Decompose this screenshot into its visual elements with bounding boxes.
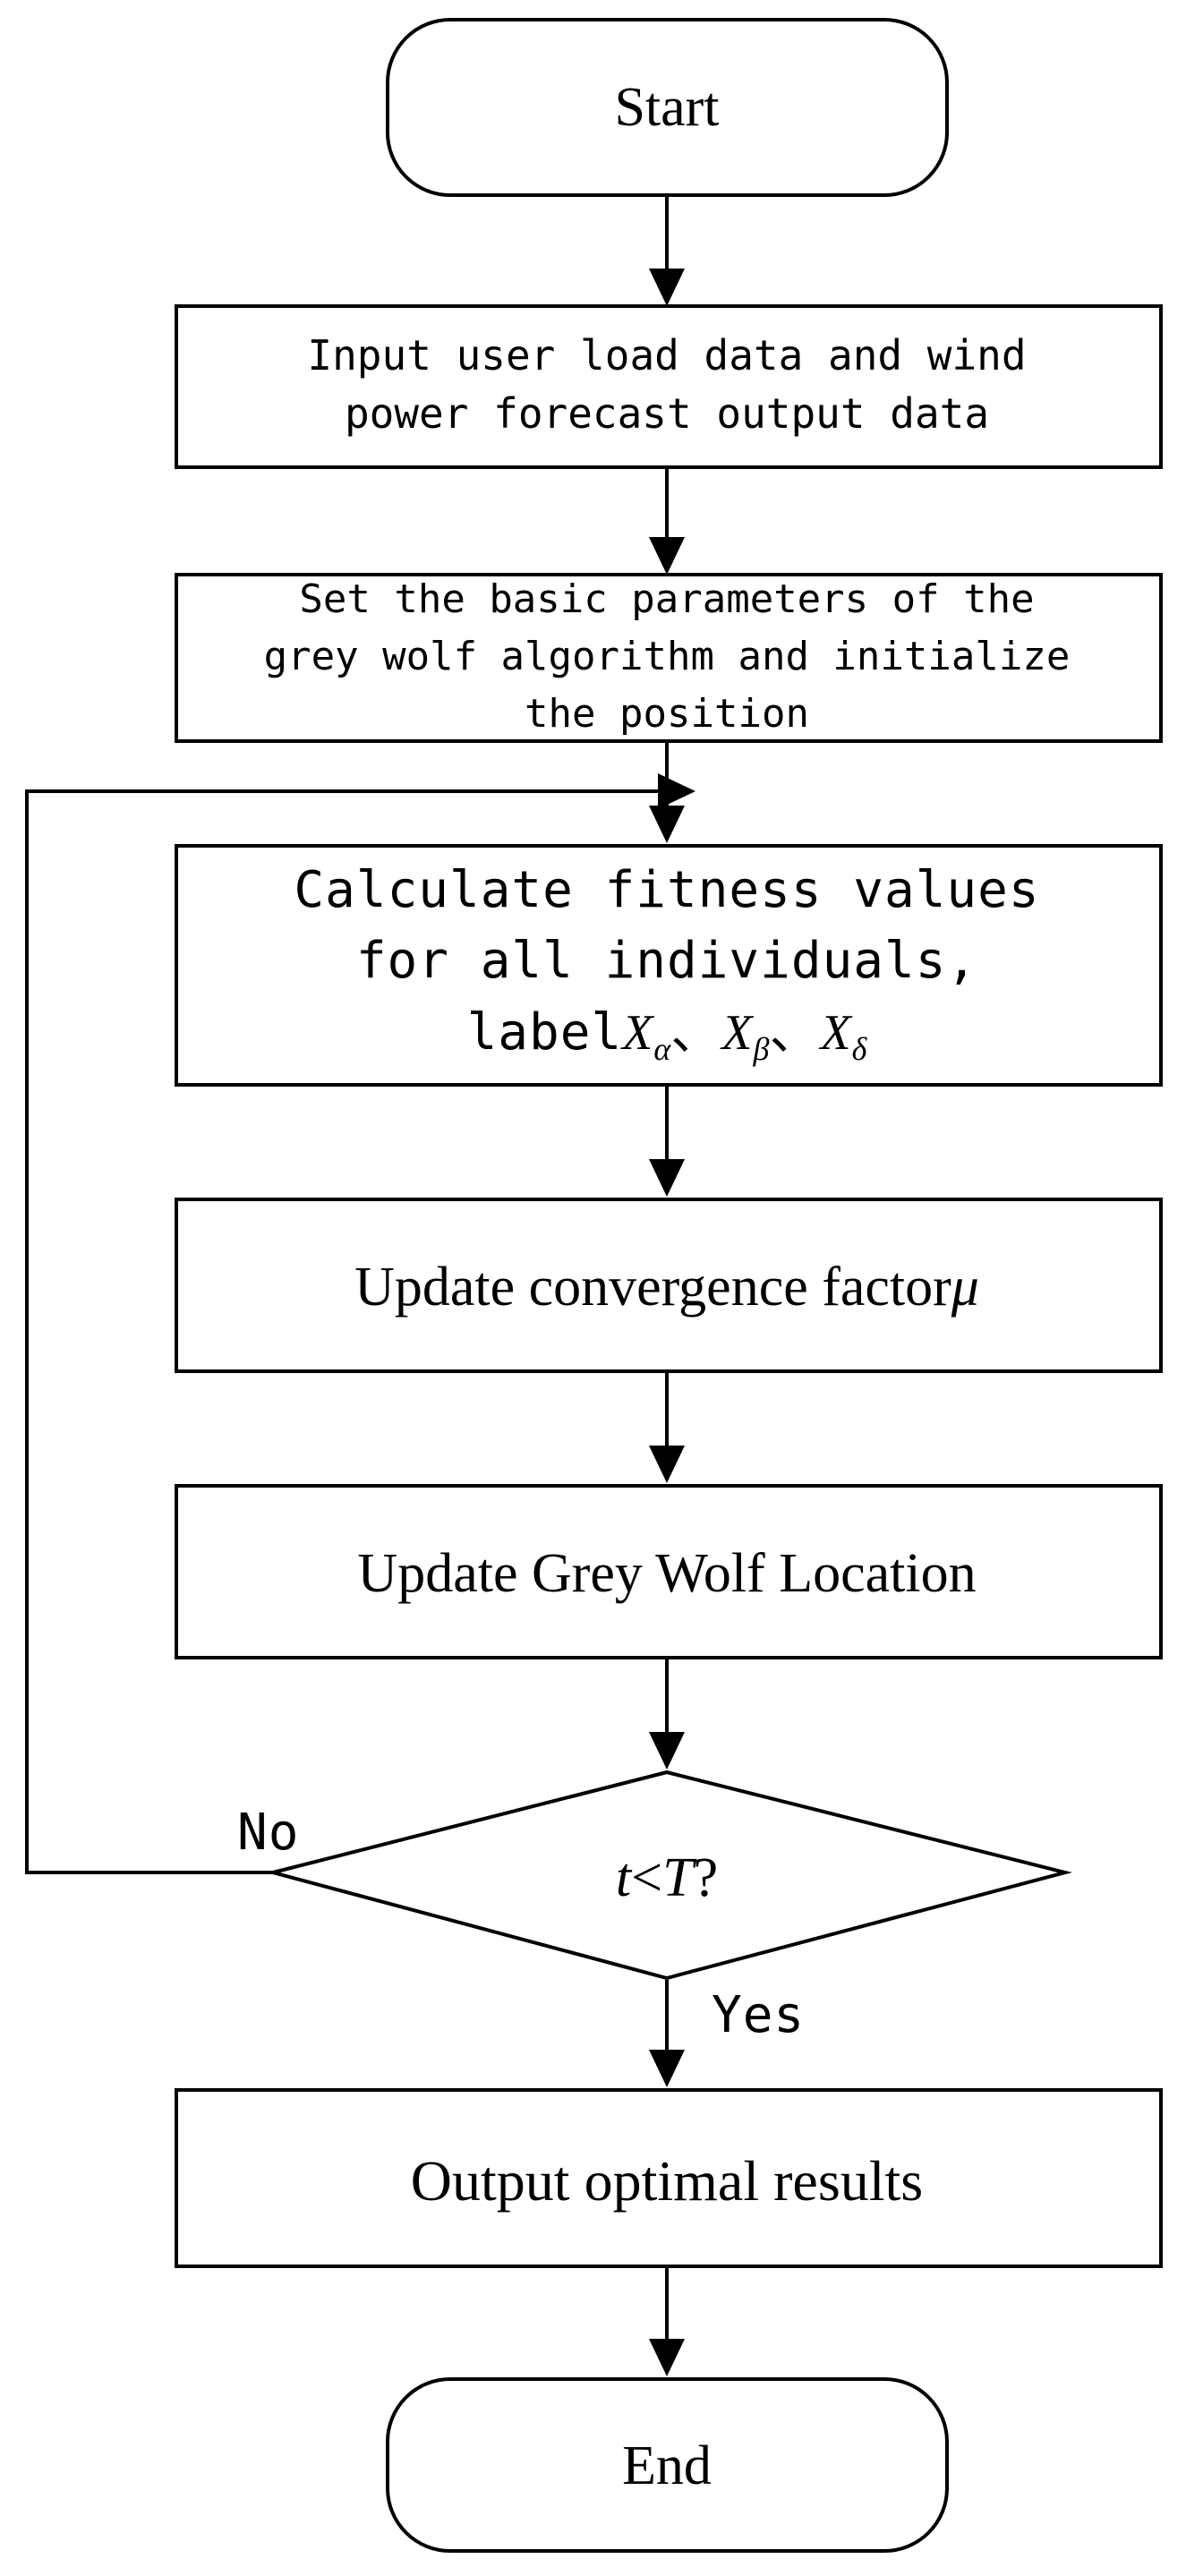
- edge-start-to-input: [649, 195, 685, 306]
- output-label: Output optimal results: [411, 2149, 923, 2213]
- output-node: Output optimal results: [175, 2088, 1163, 2268]
- x-delta-symbol: X: [818, 1005, 853, 1061]
- edge-output-to-end: [649, 2266, 685, 2376]
- fitness-line-1: Calculate fitness values: [294, 861, 1039, 919]
- separator-1: 、: [670, 1003, 721, 1062]
- update-factor-label: Update convergence factor: [354, 1257, 951, 1318]
- start-label: Start: [614, 77, 719, 138]
- set-params-line-1: Set the basic parameters of the: [299, 576, 1034, 622]
- set-params-line-2: grey wolf algorithm and initialize: [264, 634, 1071, 679]
- separator-2: 、: [769, 1003, 820, 1062]
- mu-symbol: μ: [951, 1257, 979, 1318]
- edge-factor-to-location: [649, 1371, 685, 1483]
- update-location-node: Update Grey Wolf Location: [175, 1484, 1163, 1659]
- decision-lt: <: [631, 1847, 662, 1908]
- set-params-node: Set the basic parameters of the grey wol…: [175, 573, 1163, 743]
- edge-decision-to-output: [649, 1980, 685, 2087]
- beta-subscript: β: [753, 1031, 770, 1067]
- decision-text: t<T?: [616, 1847, 718, 1908]
- fitness-label-line: labelXα、Xβ、Xδ: [467, 1003, 868, 1067]
- fitness-node: Calculate fitness values for all individ…: [175, 844, 1163, 1087]
- fitness-label-prefix: label: [467, 1003, 623, 1062]
- edge-location-to-decision: [649, 1658, 685, 1770]
- fitness-line-2: for all individuals,: [356, 932, 977, 990]
- decision-node: t<T?: [266, 1770, 1072, 1981]
- end-node: End: [386, 2377, 949, 2553]
- edge-label-yes: Yes: [712, 1986, 805, 2044]
- alpha-subscript: α: [653, 1031, 671, 1067]
- edge-fitness-to-update-factor: [649, 1085, 685, 1197]
- edge-input-to-set-params: [649, 467, 685, 575]
- decision-var-t: t: [616, 1847, 633, 1908]
- update-factor-text: Update convergence factorμ: [354, 1257, 979, 1318]
- input-data-line-1: Input user load data and wind: [307, 331, 1026, 380]
- end-label: End: [622, 2435, 712, 2496]
- update-location-label: Update Grey Wolf Location: [357, 1543, 976, 1604]
- decision-question: ?: [694, 1847, 719, 1908]
- input-data-node: Input user load data and wind power fore…: [175, 304, 1163, 469]
- edge-label-no: No: [237, 1804, 299, 1862]
- edge-loop-back: [25, 773, 695, 1874]
- x-alpha-symbol: X: [620, 1005, 655, 1061]
- input-data-line-2: power forecast output data: [345, 389, 989, 438]
- delta-subscript: δ: [852, 1031, 868, 1067]
- decision-var-T: T: [662, 1847, 697, 1908]
- x-beta-symbol: X: [720, 1005, 755, 1061]
- update-factor-node: Update convergence factorμ: [175, 1198, 1163, 1373]
- start-node: Start: [386, 18, 949, 197]
- set-params-line-3: the position: [525, 691, 809, 737]
